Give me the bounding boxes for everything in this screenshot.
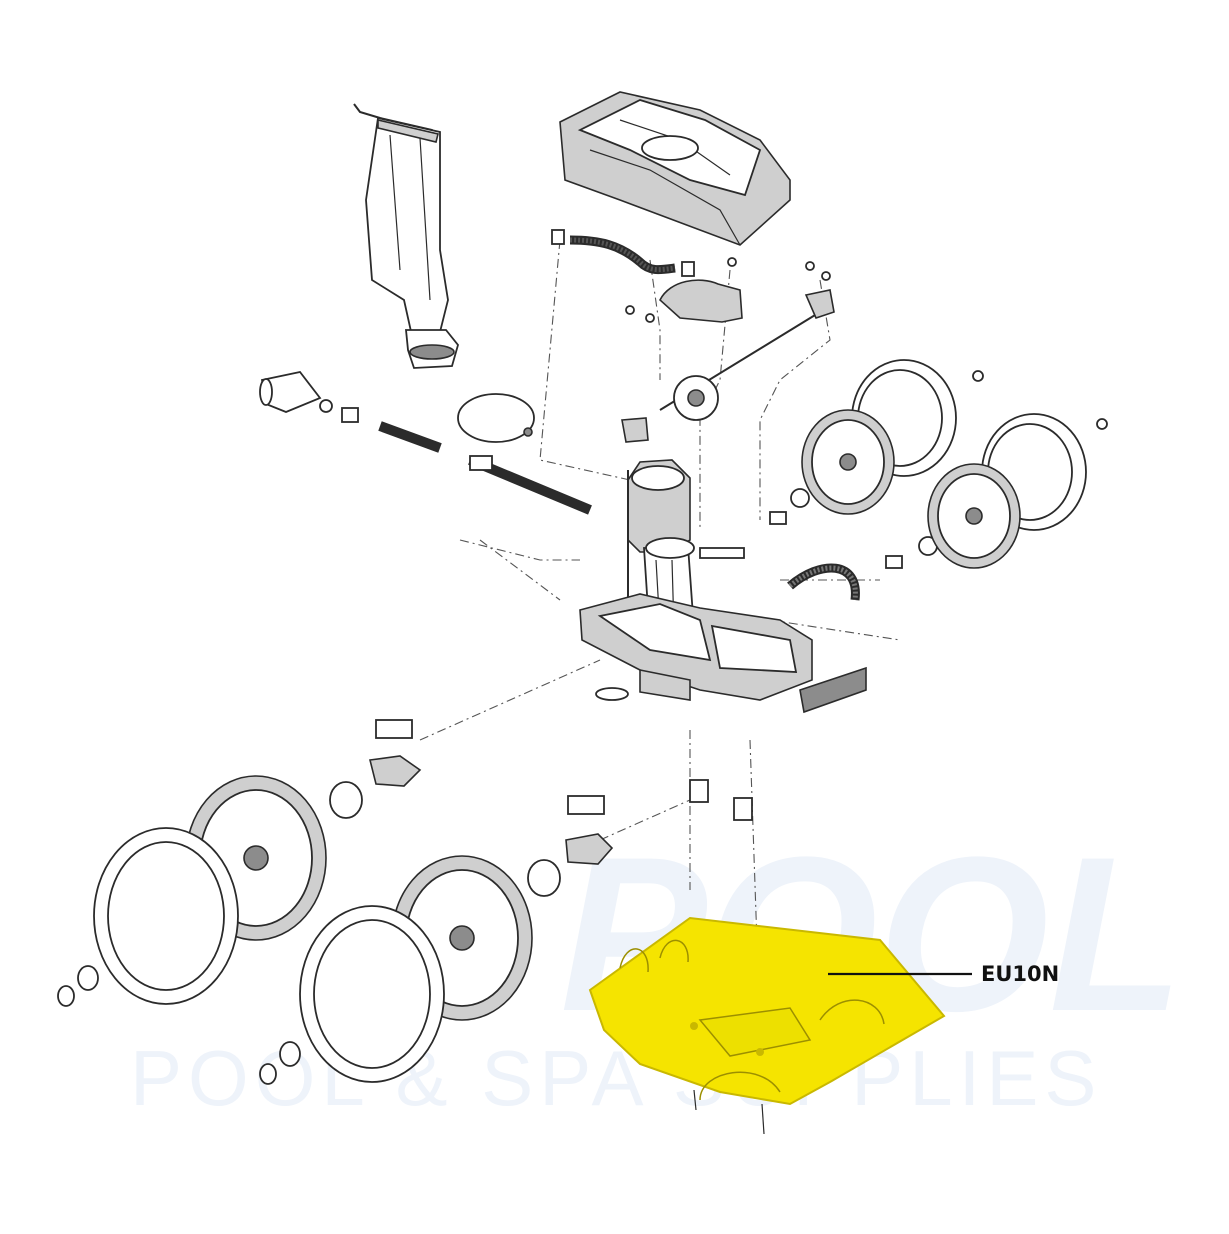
hose-right — [787, 563, 860, 601]
wheel-set-right-rear — [801, 359, 984, 515]
bracket-left-front — [527, 795, 614, 897]
debris-bag — [353, 103, 459, 369]
part-callout-label: EU10N — [981, 962, 1060, 986]
highlighted-part-eu10n[interactable] — [588, 916, 946, 1135]
connector-parts — [689, 488, 938, 821]
wheel-set-right-front — [927, 413, 1108, 569]
top-cover — [559, 91, 791, 246]
bracket-left-rear — [329, 719, 422, 819]
wheel-left-front — [259, 855, 533, 1085]
chassis — [579, 593, 867, 714]
float-axle-left — [259, 371, 592, 515]
hose-assembly — [551, 229, 743, 323]
drive-axle — [621, 261, 835, 443]
wheel-left-rear — [57, 775, 327, 1007]
